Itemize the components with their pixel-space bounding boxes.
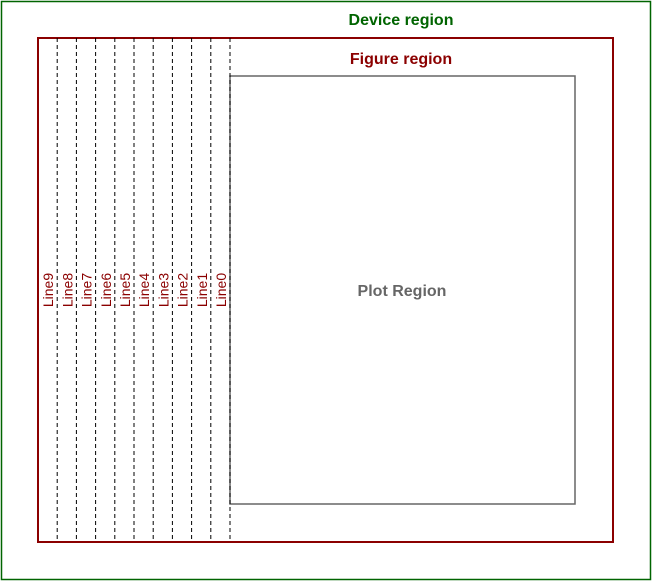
margin-line-label-5: Line5 xyxy=(117,273,133,307)
margin-line-label-0: Line0 xyxy=(213,273,229,307)
margin-line-label-9: Line9 xyxy=(40,273,56,307)
plot-region-label: Plot Region xyxy=(358,283,447,300)
margin-lines: Line0Line1Line2Line3Line4Line5Line6Line7… xyxy=(40,38,231,542)
margin-line-label-8: Line8 xyxy=(59,273,75,307)
figure-region-box xyxy=(37,37,614,543)
margin-line-label-2: Line2 xyxy=(175,273,191,307)
margin-line-label-6: Line6 xyxy=(98,273,114,307)
margin-line-label-7: Line7 xyxy=(79,273,95,307)
margin-line-label-3: Line3 xyxy=(155,273,171,307)
figure-region-label: Figure region xyxy=(350,51,452,68)
margin-line-label-1: Line1 xyxy=(194,273,210,307)
margin-line-label-4: Line4 xyxy=(136,273,152,307)
device-region-label: Device region xyxy=(349,12,454,29)
